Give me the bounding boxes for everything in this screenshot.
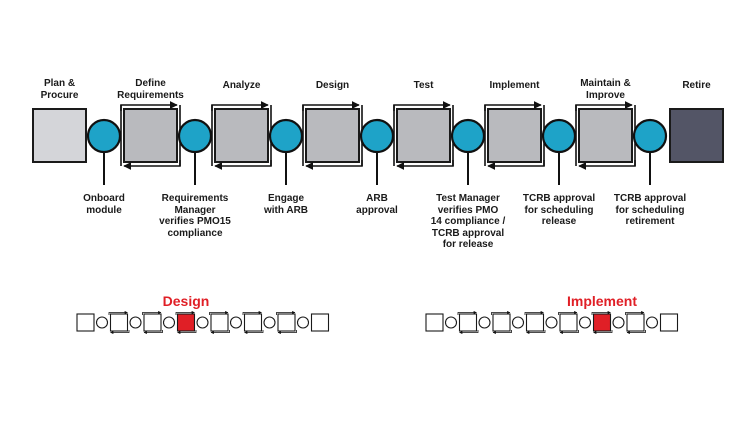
mini-implement-arrow-top-2 [457, 310, 477, 315]
mini-implement-arrow-bottom-7 [626, 330, 646, 335]
mini-design-box-6 [243, 313, 263, 332]
mini-implement-box-8 [659, 313, 679, 332]
mini-design-gate-5 [229, 316, 243, 329]
mini-design-arrow-bottom-6 [244, 330, 264, 335]
mini-design-gate-6 [263, 316, 276, 329]
mini-implement-arrow-top-3 [491, 310, 511, 315]
mini-implement-arrow-top-6 [591, 310, 611, 315]
mini-design-arrow-bottom-3 [143, 330, 163, 335]
mini-design-arrow-top-6 [242, 310, 262, 315]
mini-design-box-8 [310, 313, 330, 332]
mini-design-box-3 [143, 313, 162, 332]
mini-implement-box-7 [626, 313, 645, 332]
mini-design-box-5 [210, 313, 229, 332]
mini-design-box-2 [109, 313, 129, 332]
gate-label-1: Onboard module [83, 193, 125, 216]
mini-implement-gate-3 [511, 316, 525, 329]
phase-box-maintain-improve [578, 108, 633, 163]
gate-circle-3 [268, 118, 304, 154]
mini-implement-arrow-bottom-2 [459, 330, 479, 335]
mini-implement-box-1 [425, 313, 444, 332]
mini-design-gate-1 [95, 316, 109, 329]
mini-implement-box-6 [592, 313, 612, 332]
mini-design-arrow-top-4 [175, 310, 195, 315]
mini-implement-gate-1 [444, 316, 458, 329]
phase-label-define-requirements: Define Requirements [117, 78, 184, 101]
phase-box-analyze [214, 108, 269, 163]
mini-implement-box-2 [458, 313, 478, 332]
gate-label-6: TCRB approval for scheduling release [522, 193, 596, 227]
mini-diagram-title-implement: Implement [566, 293, 637, 309]
mini-implement-gate-2 [478, 316, 491, 329]
mini-implement-box-5 [559, 313, 578, 332]
phase-box-retire [669, 108, 724, 163]
mini-implement-arrow-top-7 [625, 310, 645, 315]
mini-design-gate-7 [296, 316, 310, 329]
mini-design-arrow-top-2 [108, 310, 128, 315]
gate-circle-2 [177, 118, 213, 154]
mini-design-arrow-bottom-4 [177, 330, 197, 335]
gate-label-5: Test Manager verifies PMO 14 compliance … [430, 193, 506, 250]
mini-design-arrow-top-5 [209, 310, 229, 315]
gate-circle-6 [541, 118, 577, 154]
mini-design-arrow-top-3 [142, 310, 162, 315]
gate-circle-1 [86, 118, 122, 154]
mini-design-box-4 [176, 313, 196, 332]
mini-design-gate-3 [162, 316, 176, 329]
mini-implement-arrow-top-5 [558, 310, 578, 315]
mini-design-gate-2 [129, 316, 142, 329]
gate-circle-5 [450, 118, 486, 154]
gate-circle-4 [359, 118, 395, 154]
phase-label-implement: Implement [489, 80, 540, 91]
phase-label-maintain-improve: Maintain & Improve [580, 78, 631, 101]
mini-implement-box-3 [492, 313, 511, 332]
phase-box-design [305, 108, 360, 163]
gate-label-7: TCRB approval for scheduling retirement [613, 193, 687, 227]
mini-design-arrow-top-7 [276, 310, 296, 315]
phase-label-plan-procure: Plan & Procure [40, 78, 79, 101]
phase-label-test: Test [413, 80, 434, 91]
mini-implement-box-4 [525, 313, 545, 332]
mini-design-gate-4 [196, 316, 209, 329]
mini-implement-arrow-bottom-4 [526, 330, 546, 335]
phase-box-define-requirements [123, 108, 178, 163]
mini-implement-gate-7 [645, 316, 659, 329]
mini-design-box-7 [277, 313, 296, 332]
mini-implement-arrow-bottom-6 [593, 330, 613, 335]
phase-box-test [396, 108, 451, 163]
phase-label-design: Design [315, 80, 350, 91]
mini-design-arrow-bottom-7 [277, 330, 297, 335]
mini-implement-gate-6 [612, 316, 625, 329]
gate-label-3: Engage with ARB [263, 193, 309, 216]
mini-design-arrow-bottom-5 [210, 330, 230, 335]
mini-implement-gate-4 [545, 316, 558, 329]
gate-circle-7 [632, 118, 668, 154]
phase-label-retire: Retire [682, 80, 711, 91]
mini-implement-arrow-top-4 [524, 310, 544, 315]
mini-implement-arrow-bottom-5 [559, 330, 579, 335]
mini-diagram-title-design: Design [162, 293, 210, 309]
mini-design-box-1 [76, 313, 95, 332]
gate-label-2: Requirements Manager verifies PMO15 comp… [159, 193, 231, 239]
phase-label-analyze: Analyze [222, 80, 261, 91]
phase-box-plan-procure [32, 108, 87, 163]
gate-label-4: ARB approval [356, 193, 398, 216]
mini-design-arrow-bottom-2 [110, 330, 130, 335]
phase-box-implement [487, 108, 542, 163]
mini-implement-arrow-bottom-3 [492, 330, 512, 335]
mini-implement-gate-5 [578, 316, 592, 329]
